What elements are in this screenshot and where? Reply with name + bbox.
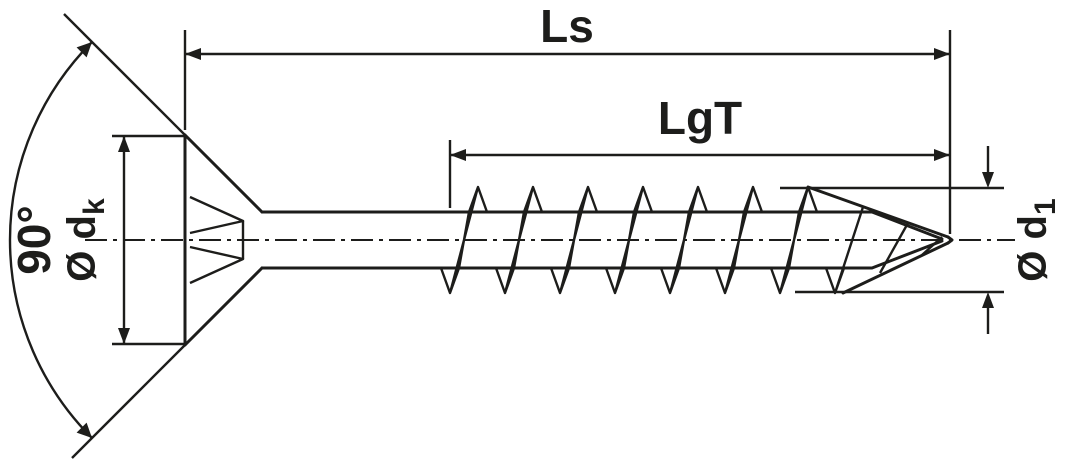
thread-diameter-label: Ø d1	[1011, 198, 1062, 281]
lgt-label: LgT	[658, 92, 742, 144]
head-angle-label: 90°	[8, 205, 60, 275]
dim-head-angle: 90°	[8, 13, 186, 459]
angle-construction-bottom	[71, 344, 186, 459]
angle-arrow-top	[76, 42, 92, 58]
thread	[439, 185, 943, 295]
lgt-arrow-right	[934, 149, 950, 161]
thread-unit	[714, 185, 764, 295]
lgt-arrow-left	[450, 149, 466, 161]
tip-taper-bottom	[841, 241, 950, 295]
angle-construction-top	[63, 13, 186, 136]
thread-unit	[659, 185, 709, 295]
drive-recess	[189, 195, 245, 285]
thread-unit	[824, 206, 865, 295]
recess-upper-chevron	[189, 195, 245, 235]
thread-unit-tip	[878, 222, 910, 274]
thread-unit	[494, 185, 544, 295]
ls-label: Ls	[540, 0, 594, 52]
screw-head	[183, 133, 264, 347]
thread-unit	[439, 185, 489, 295]
angle-arrow-bottom	[76, 422, 92, 438]
thread-unit	[769, 185, 819, 295]
dim-total-length: Ls	[183, 0, 952, 234]
thread-diameter-label-main: Ø d	[1011, 215, 1055, 282]
dk-arrow-top	[118, 136, 130, 152]
d1-arrow-top	[982, 172, 994, 188]
screw-outline	[183, 133, 954, 347]
angle-arc	[8, 41, 93, 439]
tip-point	[946, 235, 954, 245]
screw-tip	[806, 185, 954, 295]
dim-head-diameter: Ø dk	[60, 134, 185, 346]
head-diameter-label-sub: k	[78, 198, 111, 215]
core-top-line	[260, 210, 944, 241]
ls-arrow-right	[934, 48, 950, 60]
recess-lower-chevron	[189, 245, 245, 285]
d1-arrow-bottom	[982, 292, 994, 308]
thread-unit	[604, 185, 654, 295]
dim-thread-length: LgT	[448, 92, 950, 208]
head-diameter-label-main: Ø d	[60, 215, 104, 282]
thread-unit	[549, 185, 599, 295]
dim-thread-diameter: Ø d1	[780, 146, 1062, 334]
thread-diameter-label-sub: 1	[1029, 198, 1062, 215]
dk-arrow-bottom	[118, 328, 130, 344]
ls-arrow-left	[185, 48, 201, 60]
tip-taper-top	[806, 185, 950, 239]
core-bottom-line	[260, 239, 944, 270]
thread-unit-tip	[921, 236, 943, 256]
head-diameter-label: Ø dk	[60, 198, 111, 282]
